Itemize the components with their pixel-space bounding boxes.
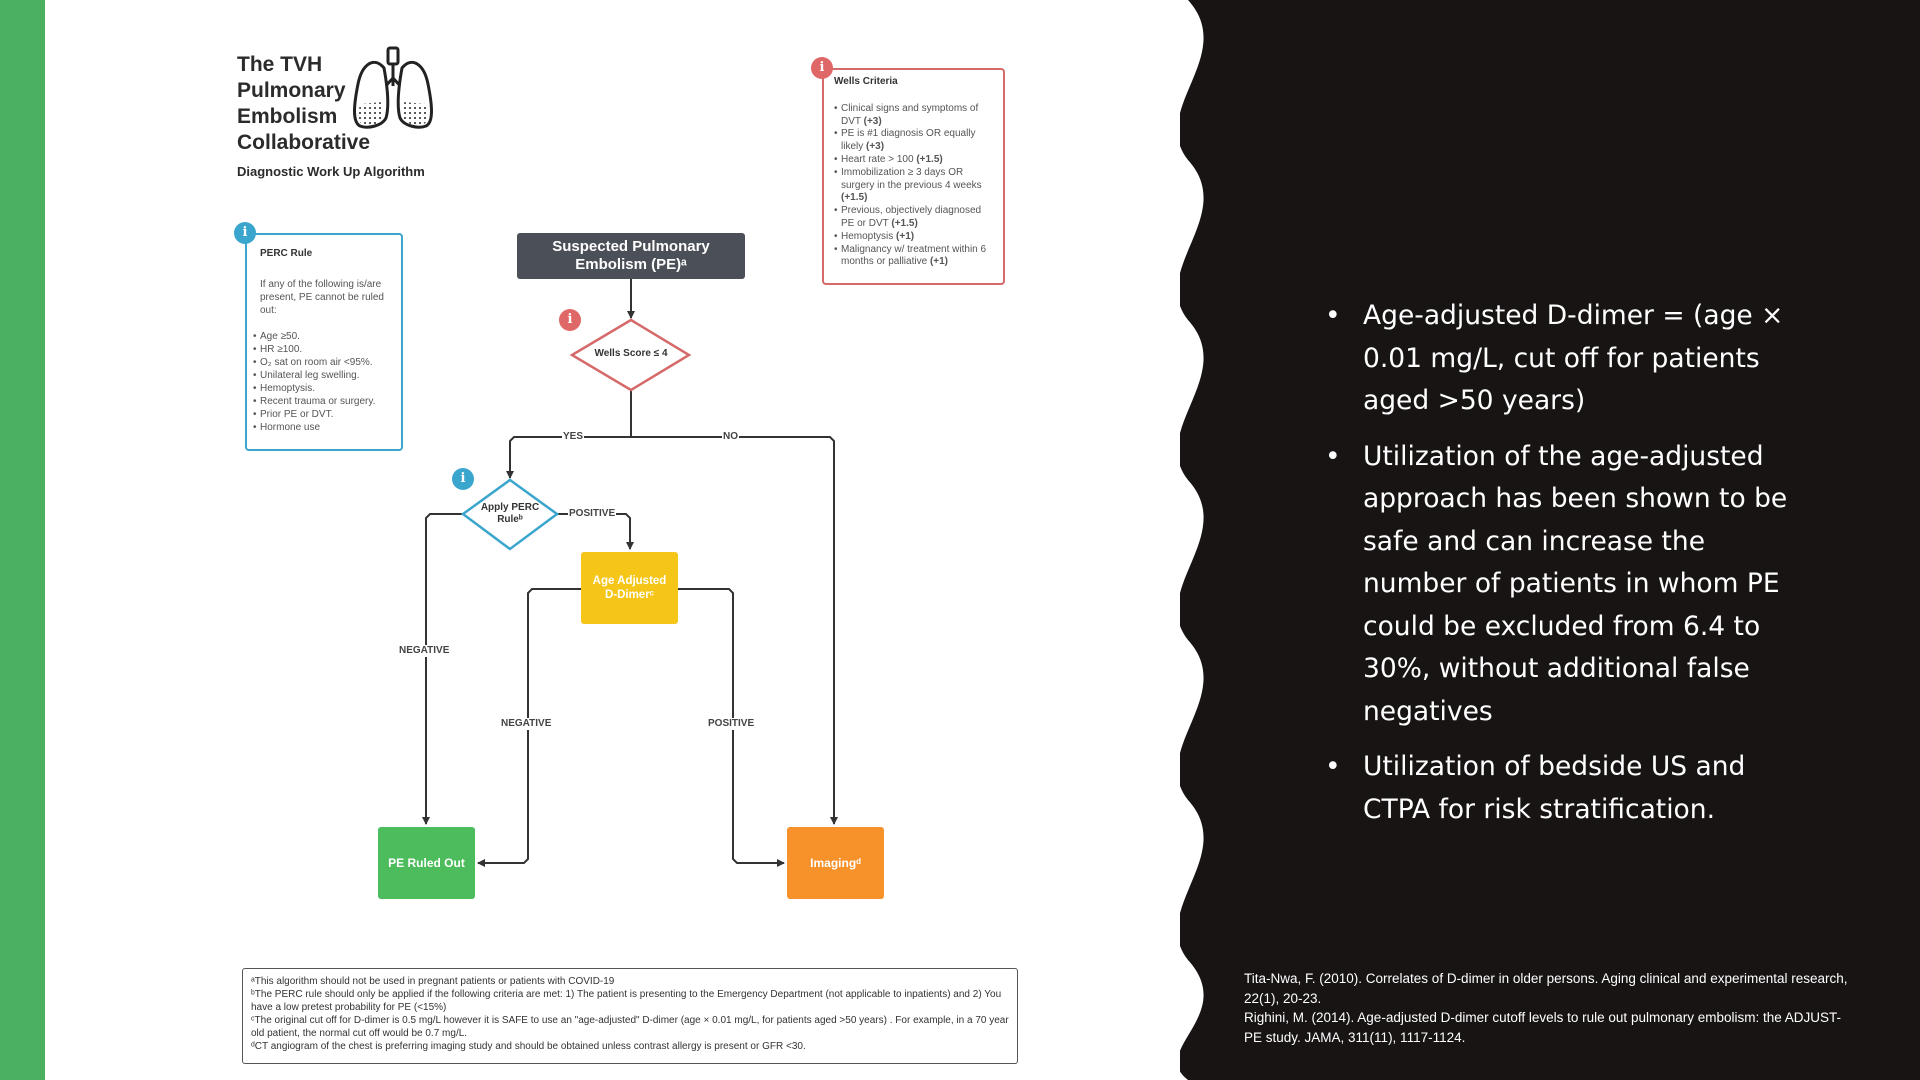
edge-label-positive: POSITIVE [568, 508, 617, 520]
wells-decision-label: Wells Score ≤ 4 [594, 348, 668, 359]
perc-decision-label: Apply PERC Ruleᵇ [470, 502, 550, 526]
list-item: Immobilization ≥ 3 days OR surgery in th… [834, 167, 995, 205]
bullet-item: Utilization of bedside US and CTPA for r… [1325, 746, 1805, 831]
footnotes-box: ᵃThis algorithm should not be used in pr… [242, 968, 1018, 1064]
criterion-points: (+3) [863, 115, 882, 127]
criterion-text: PE is #1 diagnosis OR equally likely [841, 128, 976, 153]
list-item: Clinical signs and symptoms of DVT (+3) [834, 103, 995, 129]
criterion-points: (+1.5) [916, 153, 943, 165]
criterion-text: Heart rate > 100 [841, 153, 914, 165]
reference-item: Righini, M. (2014). Age-adjusted D-dimer… [1244, 1010, 1842, 1045]
perc-rule-box: PERC Rule If any of the following is/are… [245, 233, 403, 451]
criterion-points: (+1) [929, 256, 948, 268]
footnote: ᶜThe original cut off for D-dimer is 0.5… [251, 1015, 1009, 1039]
list-item: Malignancy w/ treatment within 6 months … [834, 244, 995, 270]
suspected-pe-node: Suspected Pulmonary Embolism (PE)ᵃ [517, 233, 745, 279]
info-icon[interactable]: i [452, 468, 474, 490]
list-item: O₂ sat on room air <95%. [253, 356, 393, 369]
bullet-item: Utilization of the age-adjusted approach… [1325, 436, 1805, 734]
node-label: Suspected Pulmonary [552, 238, 710, 255]
list-item: Previous, objectively diagnosed PE or DV… [834, 205, 995, 231]
wells-criteria-box: Wells Criteria Clinical signs and sympto… [822, 68, 1005, 285]
list-item: HR ≥100. [253, 343, 393, 356]
age-adjusted-dimer-node: Age Adjusted D-Dimerᶜ [581, 552, 678, 624]
wells-criteria-list: Clinical signs and symptoms of DVT (+3) … [834, 103, 995, 269]
bullet-item: Age-adjusted D-dimer = (age × 0.01 mg/L,… [1325, 295, 1805, 423]
list-item: Prior PE or DVT. [253, 408, 393, 421]
page-title: The TVH Pulmonary Embolism Collaborative [237, 52, 371, 156]
pe-ruled-out-node: PE Ruled Out [378, 827, 475, 899]
edge-perc-negative [422, 513, 464, 825]
perc-rule-title: PERC Rule [260, 248, 313, 259]
footnote: ᵈCT angiogram of the chest is preferring… [251, 1041, 806, 1052]
list-item: Unilateral leg swelling. [253, 369, 393, 382]
criterion-points: (+1) [896, 230, 915, 242]
edge-label-negative: NEGATIVE [398, 645, 451, 657]
lungs-icon [348, 46, 440, 137]
criterion-text: Clinical signs and symptoms of DVT [841, 102, 979, 127]
info-icon[interactable]: i [234, 222, 256, 244]
title-line: Collaborative [237, 131, 371, 154]
decision-text: Apply PERC [480, 502, 540, 513]
edge-label-positive: POSITIVE [707, 718, 756, 730]
list-item: Hemoptysis (+1) [834, 231, 995, 244]
criterion-text: Previous, objectively diagnosed PE or DV… [841, 205, 982, 229]
list-item: Heart rate > 100 (+1.5) [834, 154, 995, 167]
imaging-node: Imagingᵈ [787, 827, 884, 899]
list-item: Hormone use [253, 421, 393, 434]
info-icon[interactable]: i [811, 57, 833, 79]
edge-label-no: NO [722, 431, 739, 443]
reference-item: Tita-Nwa, F. (2010). Correlates of D-dim… [1244, 971, 1848, 1006]
title-line: The TVH [237, 53, 323, 76]
node-label: Embolism (PE)ᵃ [575, 256, 687, 273]
decision-text: Ruleᵇ [497, 514, 523, 525]
footnote: ᵃThis algorithm should not be used in pr… [251, 976, 615, 987]
criterion-points: (+1.5) [891, 217, 918, 229]
footnote: ᵇThe PERC rule should only be applied if… [251, 989, 1002, 1013]
list-item: Recent trauma or surgery. [253, 395, 393, 408]
references: Tita-Nwa, F. (2010). Correlates of D-dim… [1244, 969, 1854, 1047]
list-item: Age ≥50. [253, 330, 393, 343]
criterion-text: Malignancy w/ treatment within 6 months … [841, 243, 987, 268]
node-label: D-Dimerᶜ [604, 589, 655, 601]
criterion-points: (+3) [866, 141, 885, 153]
left-accent-bar [0, 0, 45, 1080]
edge-label-yes: YES [562, 431, 585, 443]
criterion-text: Hemoptysis [841, 230, 894, 242]
title-line: Embolism [237, 105, 338, 128]
edge-label-negative: NEGATIVE [500, 718, 553, 730]
criterion-points: (+1.5) [841, 192, 868, 204]
list-item: Hemoptysis. [253, 382, 393, 395]
node-label: Age Adjusted [592, 575, 667, 587]
perc-rule-list: Age ≥50. HR ≥100. O₂ sat on room air <95… [253, 330, 393, 434]
wells-decision-shape [569, 318, 692, 392]
criterion-text: Immobilization ≥ 3 days OR surgery in th… [841, 166, 982, 191]
page-subtitle: Diagnostic Work Up Algorithm [237, 164, 425, 179]
title-line: Pulmonary [237, 79, 346, 102]
wells-criteria-title: Wells Criteria [834, 76, 898, 87]
key-points: Age-adjusted D-dimer = (age × 0.01 mg/L,… [1325, 295, 1805, 844]
info-icon[interactable]: i [559, 309, 581, 331]
edge-yes [506, 389, 632, 479]
list-item: PE is #1 diagnosis OR equally likely (+3… [834, 128, 995, 154]
perc-decision-shape [460, 478, 560, 551]
perc-rule-intro: If any of the following is/are present, … [260, 279, 384, 316]
